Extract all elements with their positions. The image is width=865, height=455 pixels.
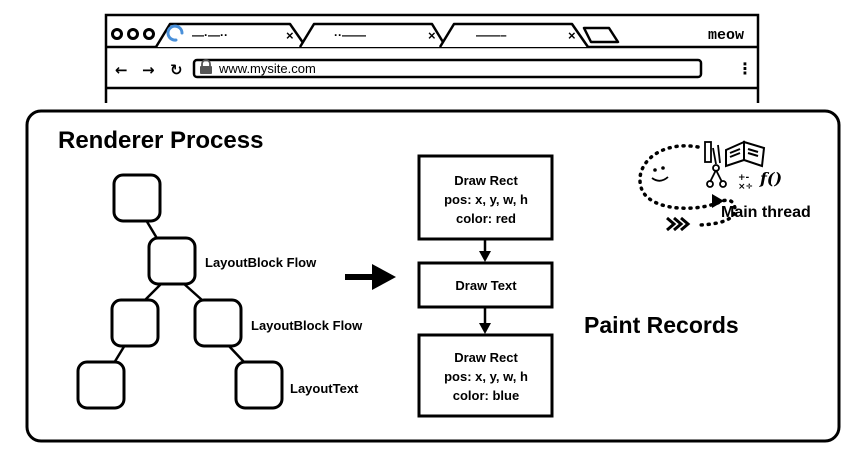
math-symbols: +-×÷	[738, 173, 753, 192]
paint-records-heading: Paint Records	[584, 312, 739, 338]
paint-record-1-line-2: pos: x, y, w, h	[444, 192, 528, 207]
main-thread-label: Main thread	[721, 204, 811, 221]
layout-label-text: LayoutText	[290, 381, 359, 396]
window-controls[interactable]	[111, 28, 155, 40]
transform-arrow-icon	[345, 264, 396, 290]
close-window-icon[interactable]	[111, 28, 123, 40]
layout-node-block-2	[193, 298, 243, 348]
paint-record-1	[417, 154, 554, 241]
tab-3-label: ——–	[476, 28, 507, 42]
main-thread-illustration: +-×÷ f() Main thread	[638, 140, 811, 232]
book-icon	[725, 140, 766, 168]
tab-2[interactable]	[298, 22, 448, 48]
browser-brand: meow	[708, 27, 744, 44]
paint-record-3-line-3: color: blue	[453, 388, 519, 403]
paint-record-2-line-1: Draw Text	[455, 278, 517, 293]
paint-record-2	[417, 261, 554, 309]
reload-icon[interactable]: ↻	[170, 61, 183, 79]
forward-arrow-icon[interactable]: →	[142, 61, 155, 79]
layout-tree	[76, 173, 284, 410]
paint-record-connectors	[479, 240, 491, 334]
pencil-icon	[704, 141, 721, 165]
layout-label-block-2: LayoutBlock Flow	[251, 318, 363, 333]
main-thread-arrowhead-icon	[712, 194, 724, 208]
tab-1-close-icon[interactable]: ×	[286, 28, 294, 43]
tab-2-label: ··——	[334, 28, 366, 42]
tab-2-close-icon[interactable]: ×	[428, 28, 436, 43]
paint-record-1-line-1: Draw Rect	[454, 173, 518, 188]
smiley-face-icon	[651, 166, 669, 182]
layout-node-left	[110, 298, 160, 348]
main-thread-dotted-path	[638, 144, 737, 227]
lock-icon	[200, 59, 212, 74]
function-symbol: f()	[759, 169, 782, 188]
tab-strip	[154, 22, 620, 48]
tab-1[interactable]	[154, 22, 308, 48]
network-nodes-icon	[706, 164, 727, 188]
paint-record-1-line-3: color: red	[456, 211, 516, 226]
tab-3[interactable]	[438, 22, 590, 48]
back-arrow-icon[interactable]: ←	[115, 61, 128, 79]
layout-tree-edges	[112, 219, 245, 364]
tab-3-close-icon[interactable]: ×	[568, 28, 576, 43]
layout-node-block-1	[147, 236, 197, 286]
menu-kebab-icon[interactable]: ⋮	[737, 59, 753, 78]
layout-node-leaf-left	[76, 360, 126, 410]
new-tab-button[interactable]	[582, 26, 620, 44]
layout-node-root	[112, 173, 162, 223]
tab-1-label: —·—··	[192, 28, 228, 42]
minimize-window-icon[interactable]	[127, 28, 139, 40]
paint-record-3-line-2: pos: x, y, w, h	[444, 369, 528, 384]
paint-records	[417, 154, 554, 418]
layout-node-text	[234, 360, 284, 410]
address-text: www.mysite.com	[218, 61, 316, 76]
paint-record-3-line-1: Draw Rect	[454, 350, 518, 365]
maximize-window-icon[interactable]	[143, 28, 155, 40]
renderer-process-title: Renderer Process	[58, 127, 263, 154]
address-bar[interactable]	[192, 58, 703, 79]
paint-record-3	[417, 333, 554, 418]
loading-spinner-icon	[166, 24, 184, 42]
chevrons-icon	[666, 216, 691, 232]
layout-label-block-1: LayoutBlock Flow	[205, 255, 317, 270]
